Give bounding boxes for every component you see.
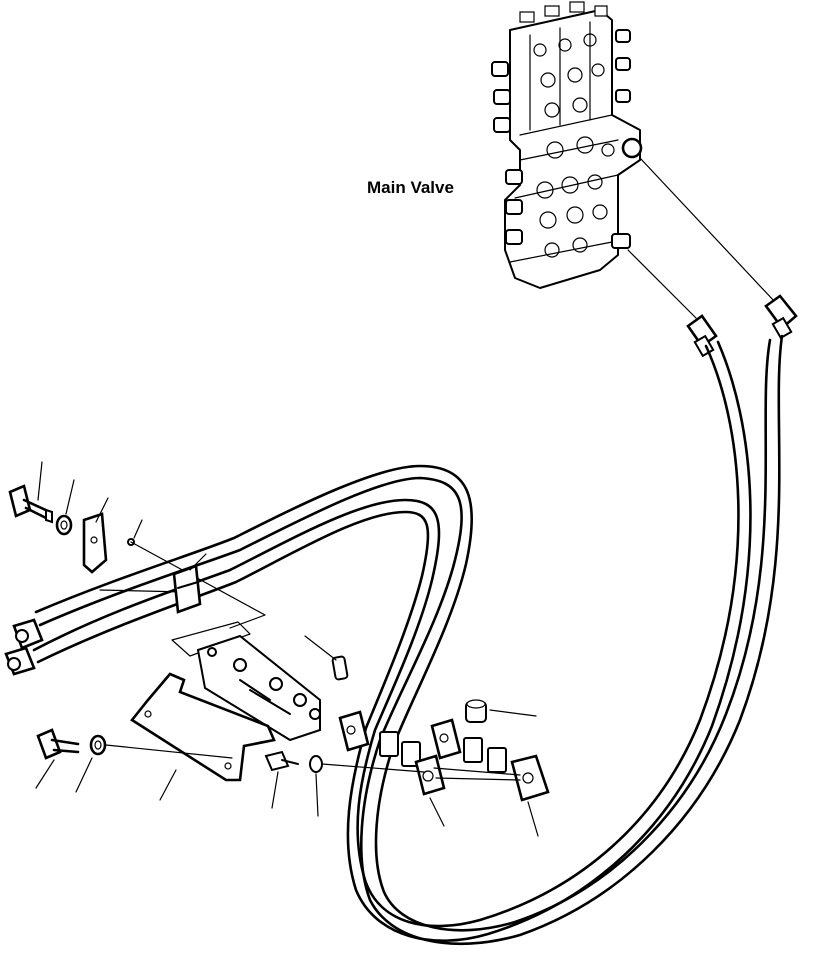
valve-to-hose-leader-lines (627, 157, 776, 319)
main-valve-label: Main Valve (367, 178, 454, 197)
hardware-bolt-top-left (8, 484, 53, 524)
hardware-washer-top-left (55, 514, 73, 536)
spacer-sleeve-center (331, 655, 349, 681)
center-bracket-manifold (171, 621, 321, 742)
hardware-clamp-plate-left (82, 512, 108, 574)
lower-bracket-plate (130, 672, 276, 782)
hose-left-end-fittings (4, 618, 44, 676)
hose-clamp-left (172, 564, 202, 614)
hose-end-fitting-upper-left (686, 314, 718, 358)
hardware-small-bolt-center (264, 750, 299, 772)
assembly-leader-lines-lower (105, 744, 521, 781)
hardware-washer-bottom-left (89, 734, 107, 756)
main-valve-assembly (491, 1, 643, 289)
valve-side-ports-right (611, 29, 643, 249)
callout-leader-lines (35, 461, 539, 837)
hose-holder-clamp-center (338, 710, 446, 796)
hose-end-fitting-upper-right (764, 294, 798, 340)
hydraulic-hoses (32, 334, 784, 946)
valve-spool-details (509, 21, 619, 263)
hose-holder-clamp-right (430, 718, 550, 802)
spacer-sleeve-right (465, 699, 487, 723)
valve-top-fittings (519, 1, 608, 23)
hardware-washer-center (309, 755, 323, 773)
valve-side-ports-left (491, 61, 523, 245)
hardware-bolt-bottom-left (36, 728, 80, 760)
